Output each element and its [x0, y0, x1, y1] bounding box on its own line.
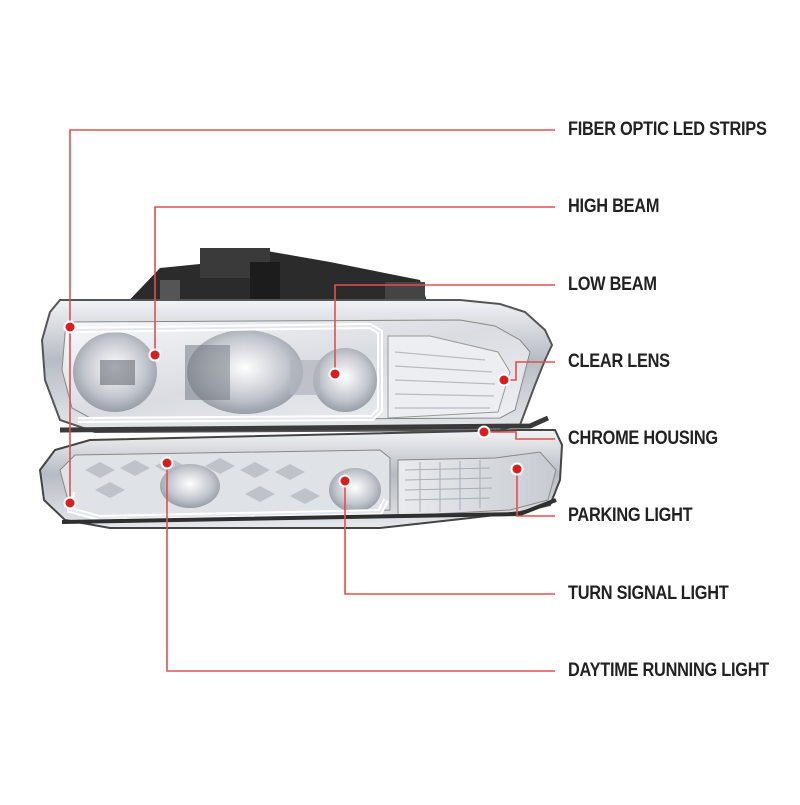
high-beam-label: HIGH BEAM: [568, 196, 660, 217]
low-beam-marker-dot: [330, 369, 340, 379]
parking-light-marker-dot: [512, 464, 522, 474]
low-beam-label: LOW BEAM: [568, 274, 657, 295]
parking-light-leader-line: [516, 469, 555, 517]
chrome-housing-leader-line: [484, 431, 555, 440]
parking-light-label: PARKING LIGHT: [568, 505, 693, 526]
fiber-optic-led-strips-label: FIBER OPTIC LED STRIPS: [568, 119, 767, 140]
chrome-housing-marker-dot: [479, 427, 489, 437]
high-beam-leader-line: [154, 206, 555, 355]
headlight-body: [40, 299, 554, 434]
high-beam-marker-dot: [150, 350, 160, 360]
daytime-running-light-leader-line: [166, 463, 555, 672]
clear-lens-label: CLEAR LENS: [568, 351, 670, 372]
fiber-optic-led-strips-leader-line: [69, 129, 555, 503]
fiber-optic-led-strips-marker-dot: [65, 322, 75, 332]
daytime-running-light-marker-dot: [162, 458, 172, 468]
low-beam-leader-line: [334, 284, 555, 374]
clear-lens-marker-dot: [499, 375, 509, 385]
turn-signal-light-marker-dot: [340, 476, 350, 486]
daytime-running-light-label: DAYTIME RUNNING LIGHT: [568, 660, 769, 681]
turn-signal-light-label: TURN SIGNAL LIGHT: [568, 583, 729, 604]
callout-lines: [63, 129, 555, 672]
turn-signal-light-leader-line: [344, 481, 555, 595]
chrome-housing-label: CHROME HOUSING: [568, 428, 718, 449]
fiber-optic-led-strips-marker-dot-2: [65, 498, 75, 508]
bumper-light-body: [38, 429, 564, 529]
